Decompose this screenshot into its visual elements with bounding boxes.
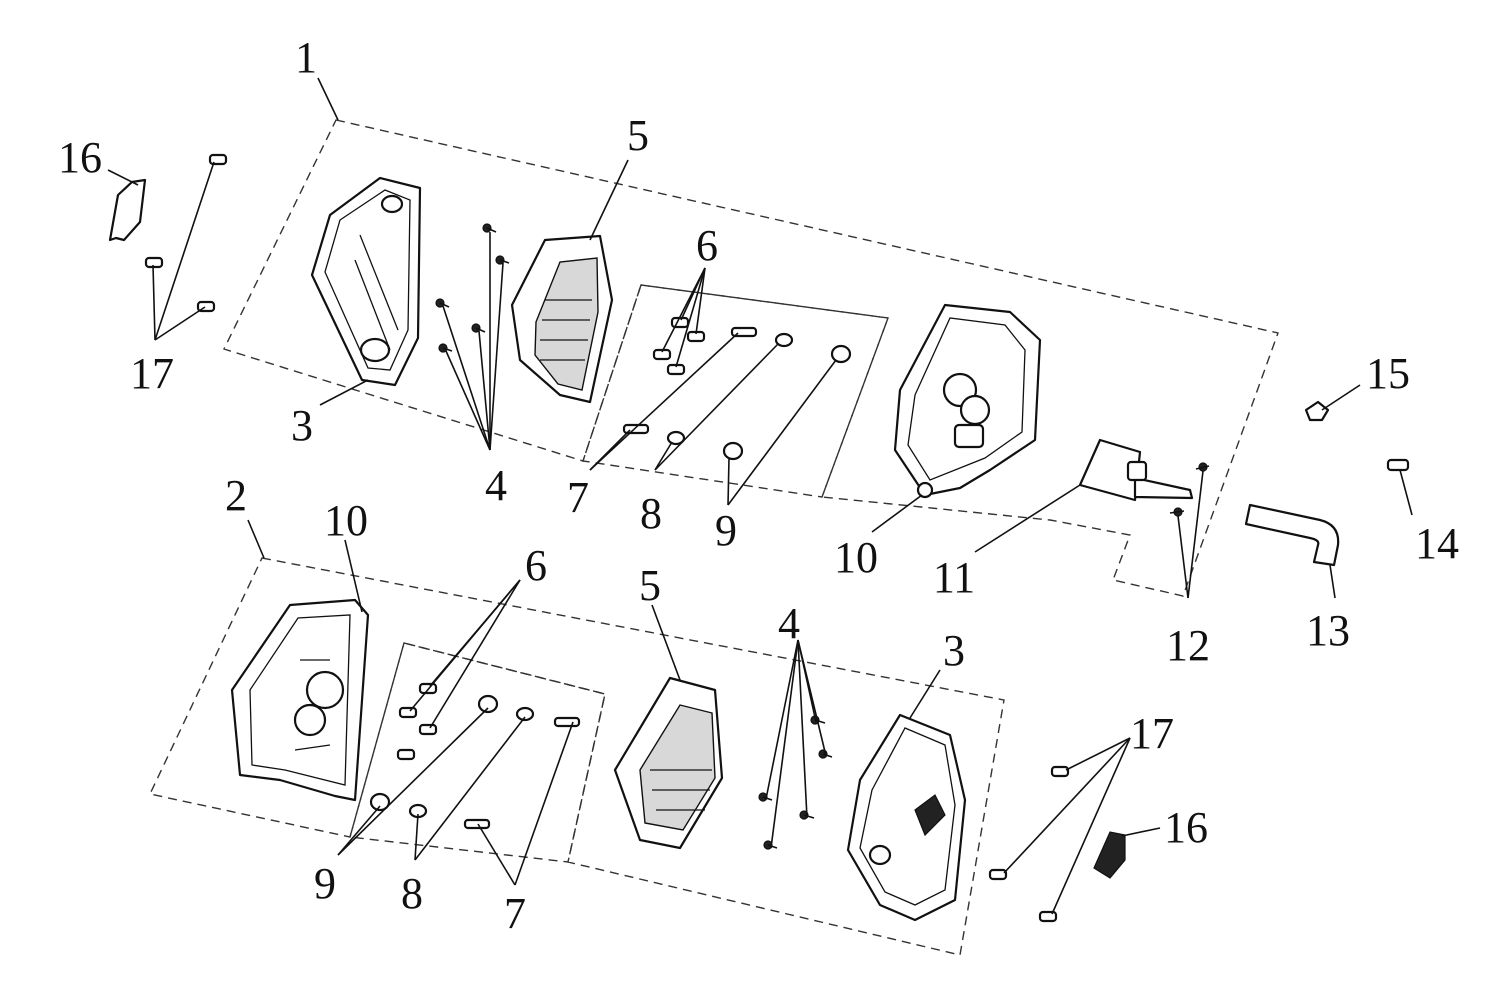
- air-filter-bottom: [613, 676, 724, 850]
- callout-17-top: 17: [130, 349, 174, 398]
- callout-10-top: 10: [834, 533, 878, 582]
- callout-9-top: 9: [715, 506, 737, 555]
- callout-16-top: 16: [58, 133, 102, 182]
- callout-6-top: 6: [696, 221, 718, 270]
- bottom-hardware-boundary: [349, 642, 606, 863]
- screws-6-bottom: [396, 682, 438, 761]
- callout-8-top: 8: [640, 489, 662, 538]
- screws-4-top: [435, 223, 510, 353]
- bottom-assembly: [148, 557, 1126, 956]
- callout-7-top: 7: [567, 473, 589, 522]
- grommets-9-bottom: [369, 694, 499, 812]
- callout-6-bottom: 6: [525, 541, 547, 590]
- callout-4-top: 4: [485, 461, 507, 510]
- sensor-11: [1078, 438, 1194, 502]
- callout-12: 12: [1166, 621, 1210, 670]
- loose-parts: [1244, 400, 1410, 567]
- air-filter-top: [510, 234, 614, 404]
- callout-4-bottom: 4: [778, 599, 800, 648]
- callout-5-top: 5: [627, 111, 649, 160]
- clip-15: [1304, 400, 1330, 422]
- callout-7-bottom: 7: [504, 889, 526, 938]
- callout-15: 15: [1366, 349, 1410, 398]
- callout-13: 13: [1306, 606, 1350, 655]
- leader-lines: [107, 77, 1413, 915]
- callout-16-bottom: 16: [1164, 803, 1208, 852]
- callout-5-bottom: 5: [639, 561, 661, 610]
- callout-10-bottom: 10: [324, 496, 368, 545]
- emblem-16-bottom: [1093, 831, 1126, 879]
- air-cleaner-cover-top: [310, 176, 422, 387]
- callout-17-bottom: 17: [1130, 709, 1174, 758]
- emblem-and-pins-top: [108, 153, 228, 313]
- callout-11: 11: [933, 553, 975, 602]
- washers-8-top: [666, 332, 794, 446]
- hose-13: [1244, 503, 1340, 567]
- callout-3-top: 3: [291, 401, 313, 450]
- pins-17-bottom: [988, 765, 1070, 923]
- air-cleaner-housing-top: [893, 303, 1042, 499]
- callout-9-bottom: 9: [314, 859, 336, 908]
- clip-14: [1386, 458, 1410, 472]
- callout-14: 14: [1415, 519, 1459, 568]
- callouts: 1 16 17 3 4 5 6 7 8 9 10 11 12 13 14 15 …: [58, 33, 1459, 938]
- callout-8-bottom: 8: [401, 869, 423, 918]
- emblem-16-top: [108, 178, 147, 242]
- callout-1: 1: [295, 33, 317, 82]
- top-assembly: [223, 119, 1279, 597]
- callout-2: 2: [225, 471, 247, 520]
- grommets-9-top: [722, 344, 852, 461]
- callout-3-bottom: 3: [943, 626, 965, 675]
- bottom-assembly-boundary: [148, 557, 1005, 956]
- air-cleaner-cover-bottom: [846, 713, 967, 922]
- air-cleaner-housing-bottom: [230, 598, 370, 802]
- top-assembly-boundary: [223, 119, 1279, 597]
- screws-4-bottom: [758, 715, 833, 850]
- pins-17-top: [144, 153, 228, 313]
- bolts-7-top: [622, 326, 758, 435]
- top-hardware-boundary: [582, 284, 889, 498]
